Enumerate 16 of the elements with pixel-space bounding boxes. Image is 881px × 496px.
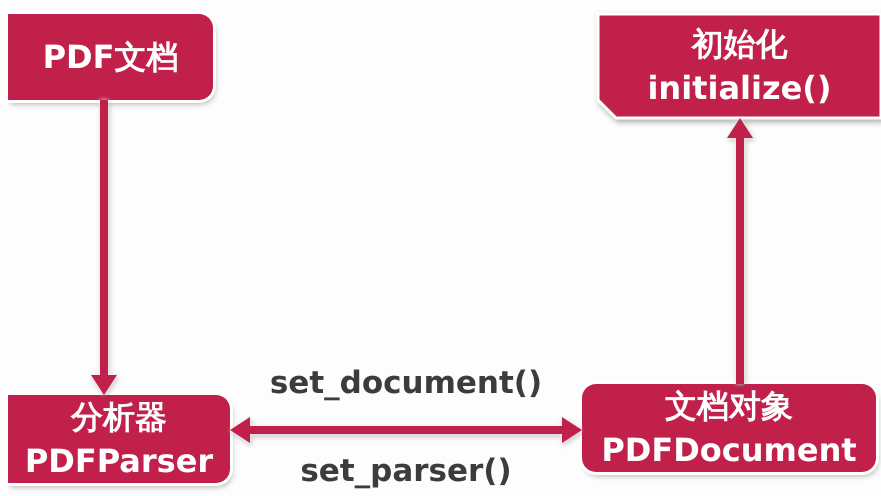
process-box bbox=[598, 14, 881, 118]
box-label: 文档对象 bbox=[665, 386, 793, 427]
box-label: 分析器 bbox=[71, 397, 167, 438]
process-box bbox=[8, 395, 230, 483]
box-label: PDF文档 bbox=[42, 37, 178, 78]
box-label: PDFParser bbox=[24, 441, 214, 482]
process-box bbox=[582, 384, 876, 472]
double-arrow bbox=[230, 417, 582, 443]
box-label: 初始化 bbox=[692, 24, 788, 65]
arrow bbox=[727, 118, 753, 384]
arrow bbox=[91, 100, 117, 395]
method-label: set_parser() bbox=[300, 452, 512, 490]
box-label: initialize() bbox=[647, 68, 832, 109]
edge-label: set_document() bbox=[270, 364, 542, 402]
box-label: PDFDocument bbox=[601, 430, 857, 471]
process-box bbox=[8, 14, 213, 100]
